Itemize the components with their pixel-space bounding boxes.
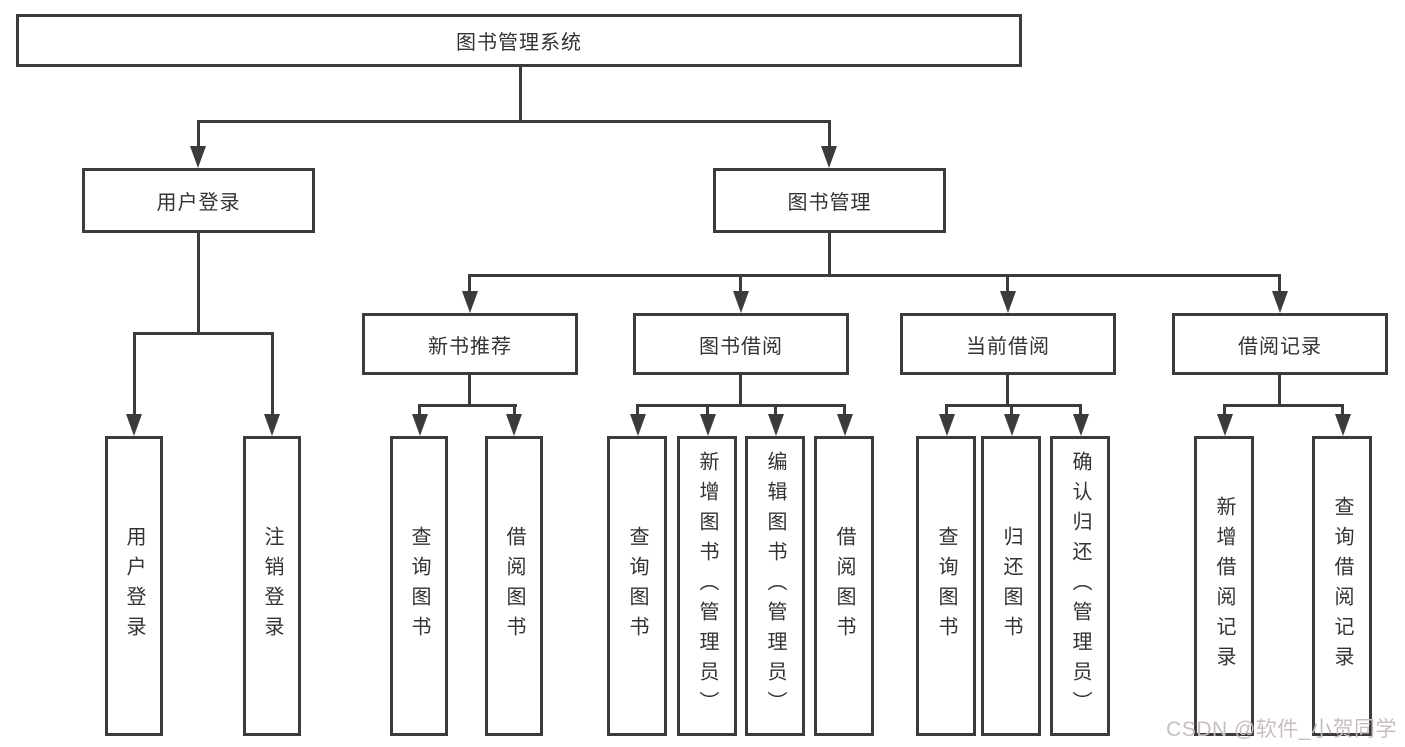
connector-line — [513, 404, 516, 416]
node-label: 查询图书 — [408, 526, 430, 646]
node-label: 确认归还（管理员） — [1069, 451, 1091, 721]
arrow-down-icon — [939, 414, 955, 436]
node-label: 图书管理 — [787, 192, 872, 214]
leaf-edit-book-admin: 编辑图书（管理员） — [745, 436, 805, 736]
connector-line — [739, 375, 742, 406]
arrow-down-icon — [837, 414, 853, 436]
connector-line — [468, 274, 1281, 277]
leaf-user-login: 用户登录 — [105, 436, 163, 736]
connector-line — [1278, 274, 1281, 293]
node-label: 新增图书（管理员） — [696, 451, 718, 721]
node-label: 借阅图书 — [503, 526, 525, 646]
arrow-down-icon — [700, 414, 716, 436]
leaf-add-book-admin: 新增图书（管理员） — [677, 436, 737, 736]
connector-line — [1006, 375, 1009, 406]
node-user-login: 用户登录 — [82, 168, 315, 233]
node-label: 当前借阅 — [966, 335, 1050, 358]
node-label: 查询借阅记录 — [1331, 496, 1353, 676]
node-label: 用户登录 — [123, 526, 145, 646]
node-book-borrow: 图书借阅 — [633, 313, 849, 375]
connector-line — [197, 120, 200, 148]
node-label: 借阅记录 — [1238, 335, 1322, 358]
node-label: 查询图书 — [935, 526, 957, 646]
node-label: 图书借阅 — [699, 335, 783, 358]
connector-line — [774, 404, 777, 416]
leaf-logout: 注销登录 — [243, 436, 301, 736]
connector-line — [197, 120, 831, 123]
connector-line — [468, 274, 471, 293]
arrow-down-icon — [768, 414, 784, 436]
connector-line — [828, 120, 831, 148]
arrow-down-icon — [190, 146, 206, 168]
connector-line — [418, 404, 421, 416]
node-book-management: 图书管理 — [713, 168, 946, 233]
node-root: 图书管理系统 — [16, 14, 1022, 67]
leaf-confirm-return-admin: 确认归还（管理员） — [1050, 436, 1110, 736]
connector-line — [945, 404, 948, 416]
connector-line — [636, 404, 639, 416]
leaf-add-borrow-record: 新增借阅记录 — [1194, 436, 1254, 736]
node-label: 新书推荐 — [428, 335, 512, 358]
node-label: 用户登录 — [156, 192, 241, 214]
node-current-borrow: 当前借阅 — [900, 313, 1116, 375]
arrow-down-icon — [462, 291, 478, 313]
node-label: 归还图书 — [1000, 526, 1022, 646]
arrow-down-icon — [1000, 291, 1016, 313]
connector-line — [519, 67, 522, 122]
node-borrow-records: 借阅记录 — [1172, 313, 1388, 375]
arrow-down-icon — [506, 414, 522, 436]
arrow-down-icon — [1335, 414, 1351, 436]
node-new-book-recommend: 新书推荐 — [362, 313, 578, 375]
connector-line — [133, 332, 274, 335]
connector-line — [1006, 274, 1009, 293]
leaf-query-books-recommend: 查询图书 — [390, 436, 448, 736]
connector-line — [1223, 404, 1226, 416]
connector-line — [706, 404, 709, 416]
connector-line — [1223, 404, 1344, 407]
connector-line — [133, 332, 136, 416]
connector-line — [1278, 375, 1281, 406]
connector-line — [945, 404, 1082, 407]
arrow-down-icon — [1217, 414, 1233, 436]
connector-line — [1010, 404, 1013, 416]
leaf-query-books-current: 查询图书 — [916, 436, 976, 736]
leaf-query-books-borrow: 查询图书 — [607, 436, 667, 736]
arrow-down-icon — [126, 414, 142, 436]
connector-line — [1079, 404, 1082, 416]
node-label: 图书管理系统 — [456, 32, 582, 54]
arrow-down-icon — [1272, 291, 1288, 313]
node-label: 借阅图书 — [833, 526, 855, 646]
arrow-down-icon — [821, 146, 837, 168]
leaf-return-book: 归还图书 — [981, 436, 1041, 736]
csdn-watermark: CSDN @软件_小贺同学 — [1166, 718, 1397, 741]
leaf-borrow-books: 借阅图书 — [814, 436, 874, 736]
leaf-borrow-books-recommend: 借阅图书 — [485, 436, 543, 736]
connector-line — [197, 233, 200, 335]
arrow-down-icon — [1004, 414, 1020, 436]
connector-line — [636, 404, 846, 407]
node-label: 注销登录 — [261, 526, 283, 646]
arrow-down-icon — [1073, 414, 1089, 436]
node-label: 新增借阅记录 — [1213, 496, 1235, 676]
connector-line — [468, 375, 471, 406]
node-label: 查询图书 — [626, 526, 648, 646]
connector-line — [271, 332, 274, 416]
connector-line — [1341, 404, 1344, 416]
arrow-down-icon — [412, 414, 428, 436]
connector-line — [739, 274, 742, 293]
arrow-down-icon — [264, 414, 280, 436]
connector-line — [843, 404, 846, 416]
arrow-down-icon — [630, 414, 646, 436]
leaf-query-borrow-record: 查询借阅记录 — [1312, 436, 1372, 736]
node-label: 编辑图书（管理员） — [764, 451, 786, 721]
connector-line — [418, 404, 517, 407]
arrow-down-icon — [733, 291, 749, 313]
connector-line — [828, 233, 831, 277]
